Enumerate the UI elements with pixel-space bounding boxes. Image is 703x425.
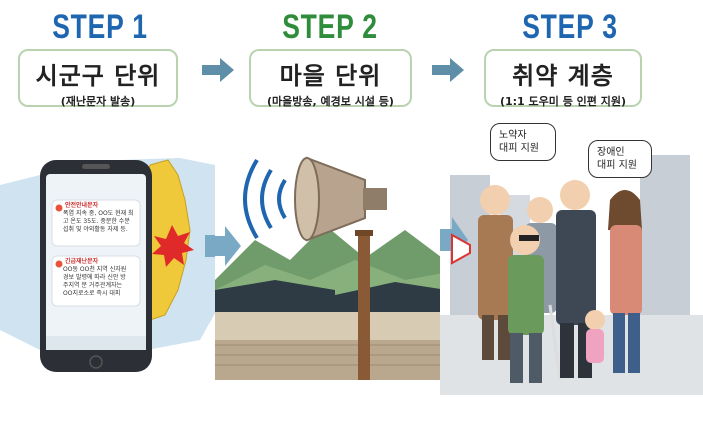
msg-1-title: 안전안내문자 bbox=[65, 202, 99, 209]
step-1-box: 시군구 단위 (재난문자 발송) bbox=[18, 49, 178, 108]
step-1-title: STEP 1 bbox=[52, 8, 148, 46]
msg-2-line-2: 경보 발령에 따라 신안 방 bbox=[63, 274, 126, 281]
msg-2-line-1: OO동 OO천 지역 신자원 bbox=[63, 266, 127, 273]
arrow-right-icon bbox=[432, 58, 464, 82]
step-1-main-label: 시군구 단위 bbox=[35, 62, 161, 90]
elderly-bubble-line-2: 대피 지원 bbox=[499, 143, 539, 154]
arrow-right-icon bbox=[202, 58, 234, 82]
disabled-bubble-line-1: 장애인 bbox=[597, 147, 625, 158]
step-2-title: STEP 2 bbox=[282, 8, 378, 46]
step-2-main-label: 마을 단위 bbox=[279, 62, 382, 90]
step-2-sub-label: (마을방송, 예경보 시설 등) bbox=[267, 95, 394, 108]
msg-2-line-3: 주지역 분 거주관계자는 bbox=[63, 282, 123, 289]
elderly-bubble-line-1: 노약자 bbox=[499, 130, 527, 141]
msg-1-line-2: 고 온도 35도. 중분한 수분 bbox=[63, 218, 130, 225]
disabled-bubble-line-2: 대피 지원 bbox=[597, 160, 637, 171]
elderly-speech-bubble: 노약자 대피 지원 bbox=[490, 123, 556, 161]
step-3-box: 취약 계층 (1:1 도우미 등 인편 지원) bbox=[484, 49, 642, 108]
disabled-speech-bubble: 장애인 대피 지원 bbox=[588, 140, 652, 178]
msg-1-line-3: 섭취 및 야외활동 자제 등. bbox=[63, 226, 128, 233]
phone-message-1: 안전안내문자 폭염 지속 중, OO도 현재 최 고 온도 35도. 중분한 수… bbox=[53, 202, 139, 234]
msg-2-line-4: OO지로소로 즉시 대피 bbox=[63, 290, 121, 297]
step-1-sub-label: (재난문자 발송) bbox=[60, 95, 136, 108]
loudspeaker-village-illustration bbox=[215, 140, 460, 380]
step-3-sub-label: (1:1 도우미 등 인편 지원) bbox=[499, 95, 627, 108]
msg-2-title: 긴급재난문자 bbox=[65, 258, 99, 265]
step-3-main-label: 취약 계층 bbox=[512, 62, 614, 90]
phone-message-2: 긴급재난문자 OO동 OO천 지역 신자원 경보 발령에 따라 신안 방 주지역… bbox=[53, 258, 139, 298]
vulnerable-people-illustration bbox=[440, 155, 703, 395]
step-3-title: STEP 3 bbox=[522, 8, 618, 46]
step-2-box: 마을 단위 (마을방송, 예경보 시설 등) bbox=[249, 49, 412, 108]
msg-1-line-1: 폭염 지속 중, OO도 현재 최 bbox=[63, 210, 134, 217]
